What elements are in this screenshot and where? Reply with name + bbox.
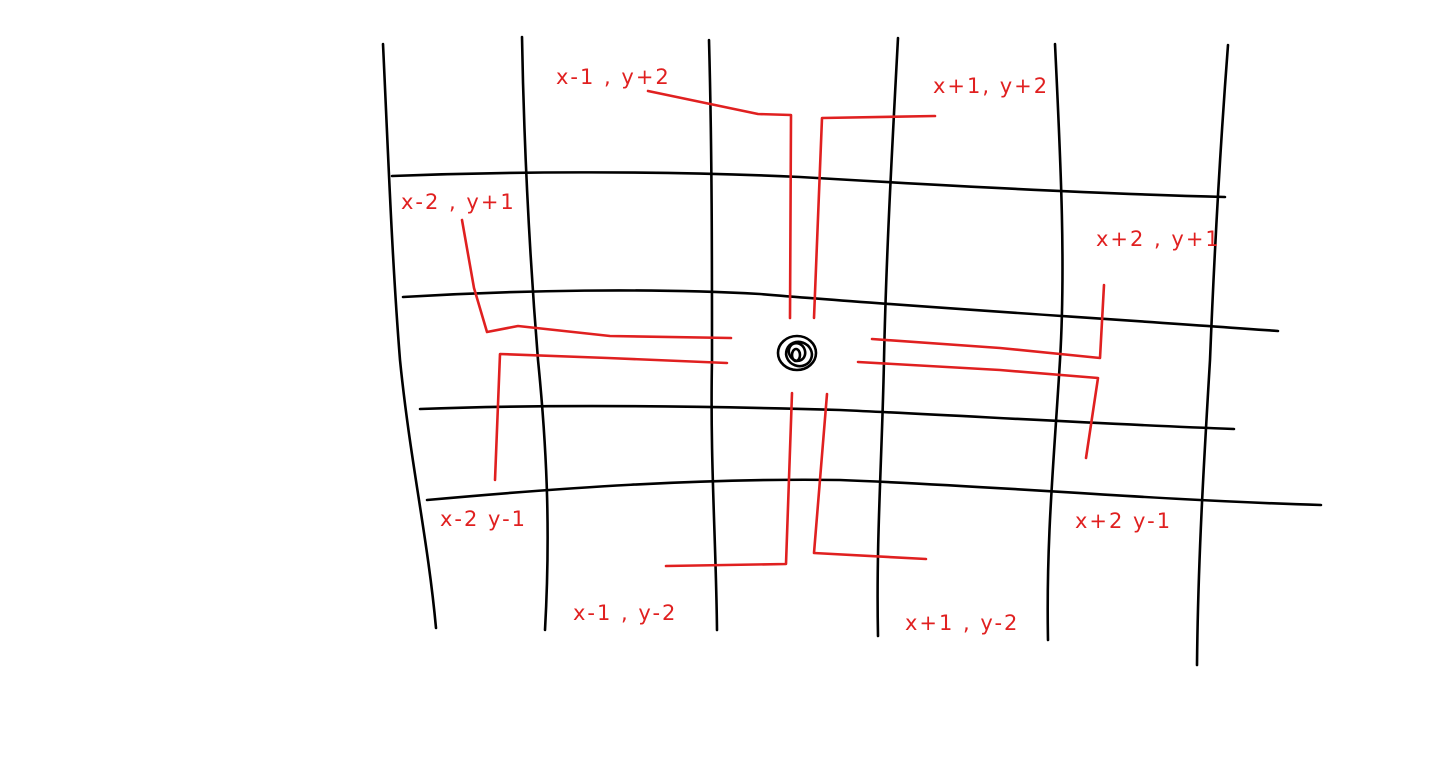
grid-horizontal-line-2 bbox=[401, 289, 1280, 333]
grid-vertical-line-5 bbox=[1046, 42, 1064, 642]
grid-vertical-line-2 bbox=[520, 35, 549, 632]
label-right-up: x+2 , y+1 bbox=[1096, 227, 1221, 251]
grid-vertical-line-4 bbox=[876, 36, 900, 638]
label-left-down: x-2 y-1 bbox=[440, 507, 527, 531]
path-up-right bbox=[812, 114, 937, 320]
path-right-down bbox=[856, 360, 1100, 460]
label-up-left: x-1 , y+2 bbox=[556, 65, 671, 89]
grid-horizontal-line-4 bbox=[425, 478, 1323, 507]
move-labels: x-1 , y+2 x+1, y+2 x-2 , y+1 x+2 , y+1 x… bbox=[401, 65, 1221, 635]
path-up-left bbox=[646, 89, 793, 320]
path-right-up bbox=[870, 283, 1106, 360]
path-left-down bbox=[493, 352, 729, 482]
grid-horizontal-line-1 bbox=[390, 171, 1227, 199]
path-down-right bbox=[812, 392, 928, 561]
label-right-down: x+2 y-1 bbox=[1075, 509, 1172, 533]
grid-lines bbox=[381, 35, 1323, 667]
grid-vertical-line-1 bbox=[381, 42, 438, 630]
label-down-left: x-1 , y-2 bbox=[573, 601, 677, 625]
grid-vertical-line-6 bbox=[1195, 43, 1230, 667]
label-left-up: x-2 , y+1 bbox=[401, 190, 516, 214]
path-left-up bbox=[460, 218, 733, 340]
center-scribble-icon bbox=[776, 334, 818, 372]
grid-horizontal-line-3 bbox=[418, 404, 1236, 431]
knight-move-paths bbox=[460, 89, 1106, 568]
grid-vertical-line-3 bbox=[707, 38, 719, 632]
label-up-right: x+1, y+2 bbox=[933, 74, 1049, 98]
label-down-right: x+1 , y-2 bbox=[905, 611, 1019, 635]
path-down-left bbox=[664, 391, 794, 568]
